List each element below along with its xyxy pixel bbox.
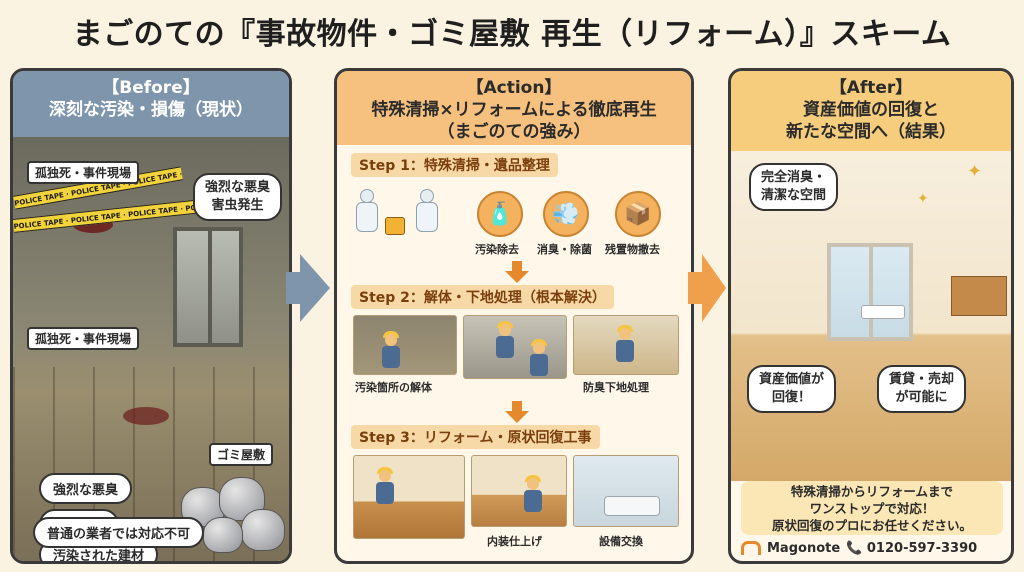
clean-window [827,243,913,341]
brand-name: Magonote [767,540,841,556]
step1-caption-deodorize: 消臭・除菌 [537,243,592,256]
step3-label: Step 3：リフォーム・原状回復工事 [351,425,600,449]
arrow-right-icon [286,254,330,322]
brand-footer: Magonote 📞 0120-597-3390 [741,537,1003,559]
after-header: 【After】 資産価値の回復と 新たな空間へ（結果） [731,71,1011,151]
down-arrow-icon [505,261,529,283]
step2-label: Step 2：解体・下地処理（根本解決） [351,285,614,309]
hazmat-worker [413,189,441,235]
service-message-line: ワンストップで対応！ [809,501,935,516]
title-bar: まごのての『事故物件・ゴミ屋敷 再生（リフォーム）』スキーム [0,0,1024,62]
after-bubble-clean: 完全消臭・ 清潔な空間 [749,163,839,211]
before-header-label: 【Before】 [102,78,200,98]
before-header: 【Before】 深刻な汚染・損傷（現状） [13,71,289,137]
after-header-subtitle: 資産価値の回復と [803,100,939,120]
magonote-logo-icon [741,541,761,555]
bubble-line: 害虫発生 [211,198,264,213]
step2-caption-odor-sealing: 防臭下地処理 [583,381,649,394]
phone-number[interactable]: 📞 0120-597-3390 [846,540,978,556]
after-header-subtitle-2: 新たな空間へ（結果） [786,122,956,142]
problem-pill-odor: 強烈な悪臭 [39,473,133,504]
floor-stain [123,407,169,425]
before-bubble-odor: 強烈な悪臭 害虫発生 [193,173,283,221]
step3-caption-interior: 内装仕上げ [487,535,542,548]
service-message-line: 特殊清掃からリフォームまで [790,484,954,499]
after-panel: 【After】 資産価値の回復と 新たな空間へ（結果） ✦ ✦ 完全消臭・ 清潔… [728,68,1014,564]
step2-caption-demolition: 汚染箇所の解体 [355,381,432,394]
bubble-line: 回復！ [772,390,812,405]
action-header: 【Action】 特殊清掃×リフォームによる徹底再生 （まごのての強み） [337,71,691,145]
flooring-install-scene [353,455,465,539]
after-bubble-rent-sell: 賃貸・売却 が可能に [877,365,967,413]
air-conditioner-icon [861,305,905,319]
wall-removal-scene [463,315,567,379]
before-header-subtitle: 深刻な汚染・損傷（現状） [49,100,253,120]
bubble-line: 清潔な空間 [761,188,827,203]
down-arrow-icon [505,401,529,423]
disinfect-spray-icon: 💨 [543,191,589,237]
problem-pill-not-possible: 普通の業者では対応不可 [33,517,205,548]
incident-tag-top: 孤独死・事件現場 [27,161,140,184]
incident-tag-bottom: 孤独死・事件現場 [27,327,140,350]
service-message-line: 原状回復のプロにお任せください。 [771,518,972,533]
page-title: まごのての『事故物件・ゴミ屋敷 再生（リフォーム）』スキーム [72,17,952,52]
before-scene-illustration: POLICE TAPE · POLICE TAPE · POLICE TAPE … [13,137,289,561]
hazmat-worker [353,189,381,235]
bubble-line: 強烈な悪臭 [205,180,271,195]
bubble-line: 賃貸・売却 [889,372,955,387]
kitchen-cabinet [951,276,1007,316]
arrow-right-icon [688,254,726,322]
spray-bottle-icon: 🧴 [477,191,523,237]
action-header-label: 【Action】 [466,78,562,98]
action-header-subtitle: 特殊清掃×リフォームによる徹底再生 [371,100,657,120]
trash-house-tag: ゴミ屋敷 [209,443,274,466]
bathtub-icon [604,496,660,516]
bubble-line: が可能に [895,390,948,405]
step3-caption-equipment: 設備交換 [599,535,643,548]
before-panel: 【Before】 深刻な汚染・損傷（現状） POLICE TAPE · POLI… [10,68,292,564]
interior-finish-scene [471,455,567,527]
odor-sealing-scene [573,315,679,375]
step1-caption-decontamination: 汚染除去 [475,243,519,256]
after-header-label: 【After】 [829,78,913,98]
after-scene-illustration: ✦ ✦ 完全消臭・ 清潔な空間 資産価値が 回復！ 賃貸・売却 が可能に [731,151,1011,481]
action-panel: 【Action】 特殊清掃×リフォームによる徹底再生 （まごのての強み） Ste… [334,68,694,564]
step1-label: Step 1：特殊清掃・遺品整理 [351,153,558,177]
trash-bag [203,517,243,553]
service-message: 特殊清掃からリフォームまで ワンストップで対応！ 原状回復のプロにお任せください… [741,481,1003,535]
demolition-scene [353,315,457,375]
trash-bag [241,509,285,551]
action-header-strength: （まごのての強み） [437,122,591,142]
step1-caption-removal: 残置物撤去 [605,243,660,256]
bathroom-equipment-scene [573,455,679,527]
sparkle-icon: ✦ [917,191,929,207]
after-bubble-asset-value: 資産価値が 回復！ [747,365,837,413]
bubble-line: 完全消臭・ [761,170,827,185]
cleaning-bucket-icon [385,217,405,235]
sparkle-icon: ✦ [967,161,983,182]
dirty-window [173,227,243,347]
cardboard-box-icon: 📦 [615,191,661,237]
bubble-line: 資産価値が [759,372,825,387]
